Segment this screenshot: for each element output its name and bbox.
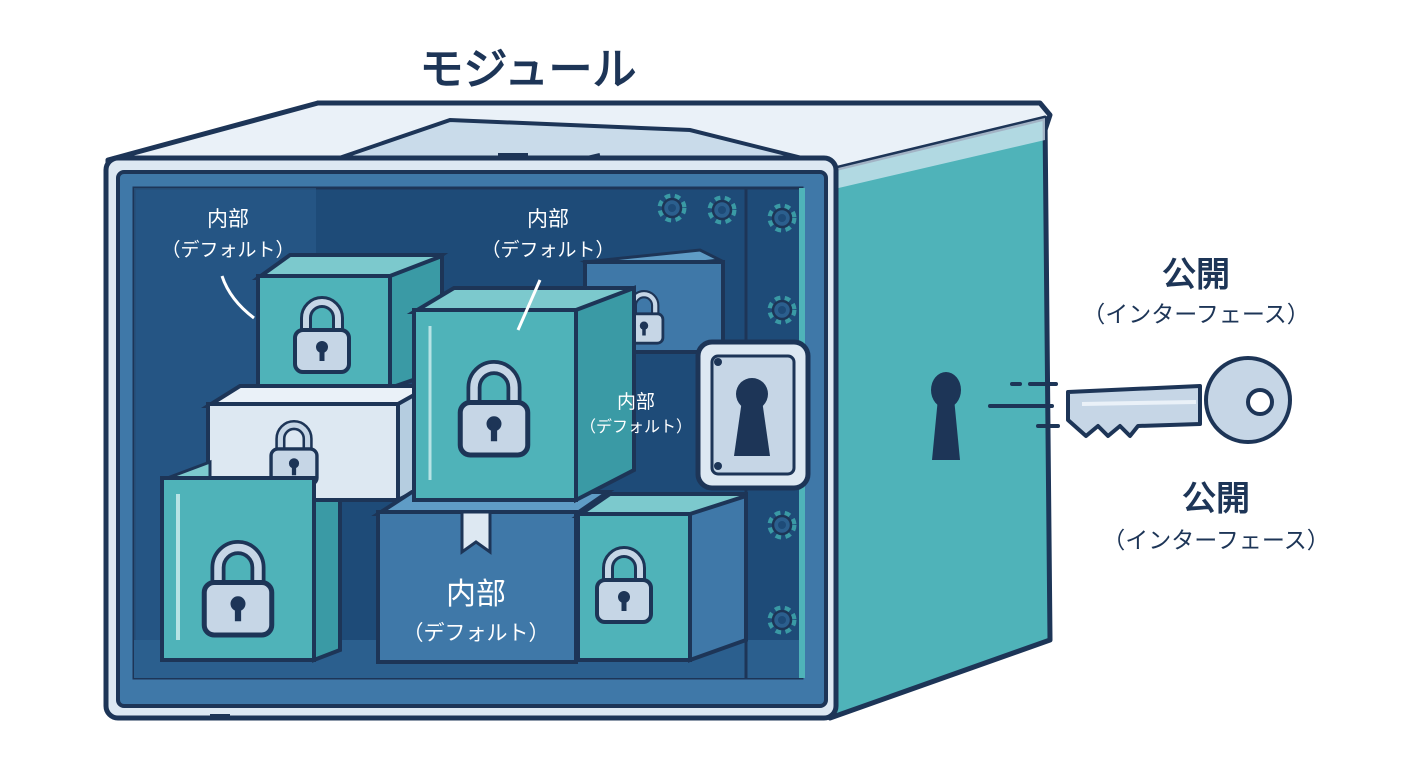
internal-box [406,285,636,504]
internal-label: 内部 （デフォルト） [403,577,550,645]
keyhole-icon [734,378,770,456]
label-sub: （デフォルト） [580,417,692,436]
label-name: 内部 [207,207,249,231]
key-icon [1066,356,1292,444]
label-name: 公開 [1182,479,1250,519]
public-label: 公開 （インターフェース） [1102,479,1329,554]
label-sub: （デフォルト） [403,621,550,645]
internal-label: 内部 （デフォルト） [580,391,692,436]
internal-label: 内部 （デフォルト） [481,207,615,331]
internal-box [571,492,748,663]
label-name: 公開 [1162,255,1230,295]
label-sub: （インターフェース） [1102,528,1329,554]
label-sub: （インターフェース） [1082,302,1309,328]
internal-label: 内部 （デフォルト） [161,207,295,320]
label-name: 内部 [527,207,569,231]
label-sub: （デフォルト） [161,239,294,261]
internal-box [160,459,342,663]
inner-lock-plate [695,339,811,491]
motion-lines [988,382,1060,428]
internal-box [371,490,615,664]
label-name: 内部 [617,391,655,413]
label-sub: （デフォルト） [481,239,614,261]
module-title: モジュール [420,44,637,95]
public-label: 公開 （インターフェース） [1082,255,1309,328]
label-name: 内部 [446,577,506,612]
keyhole-icon [931,372,961,460]
